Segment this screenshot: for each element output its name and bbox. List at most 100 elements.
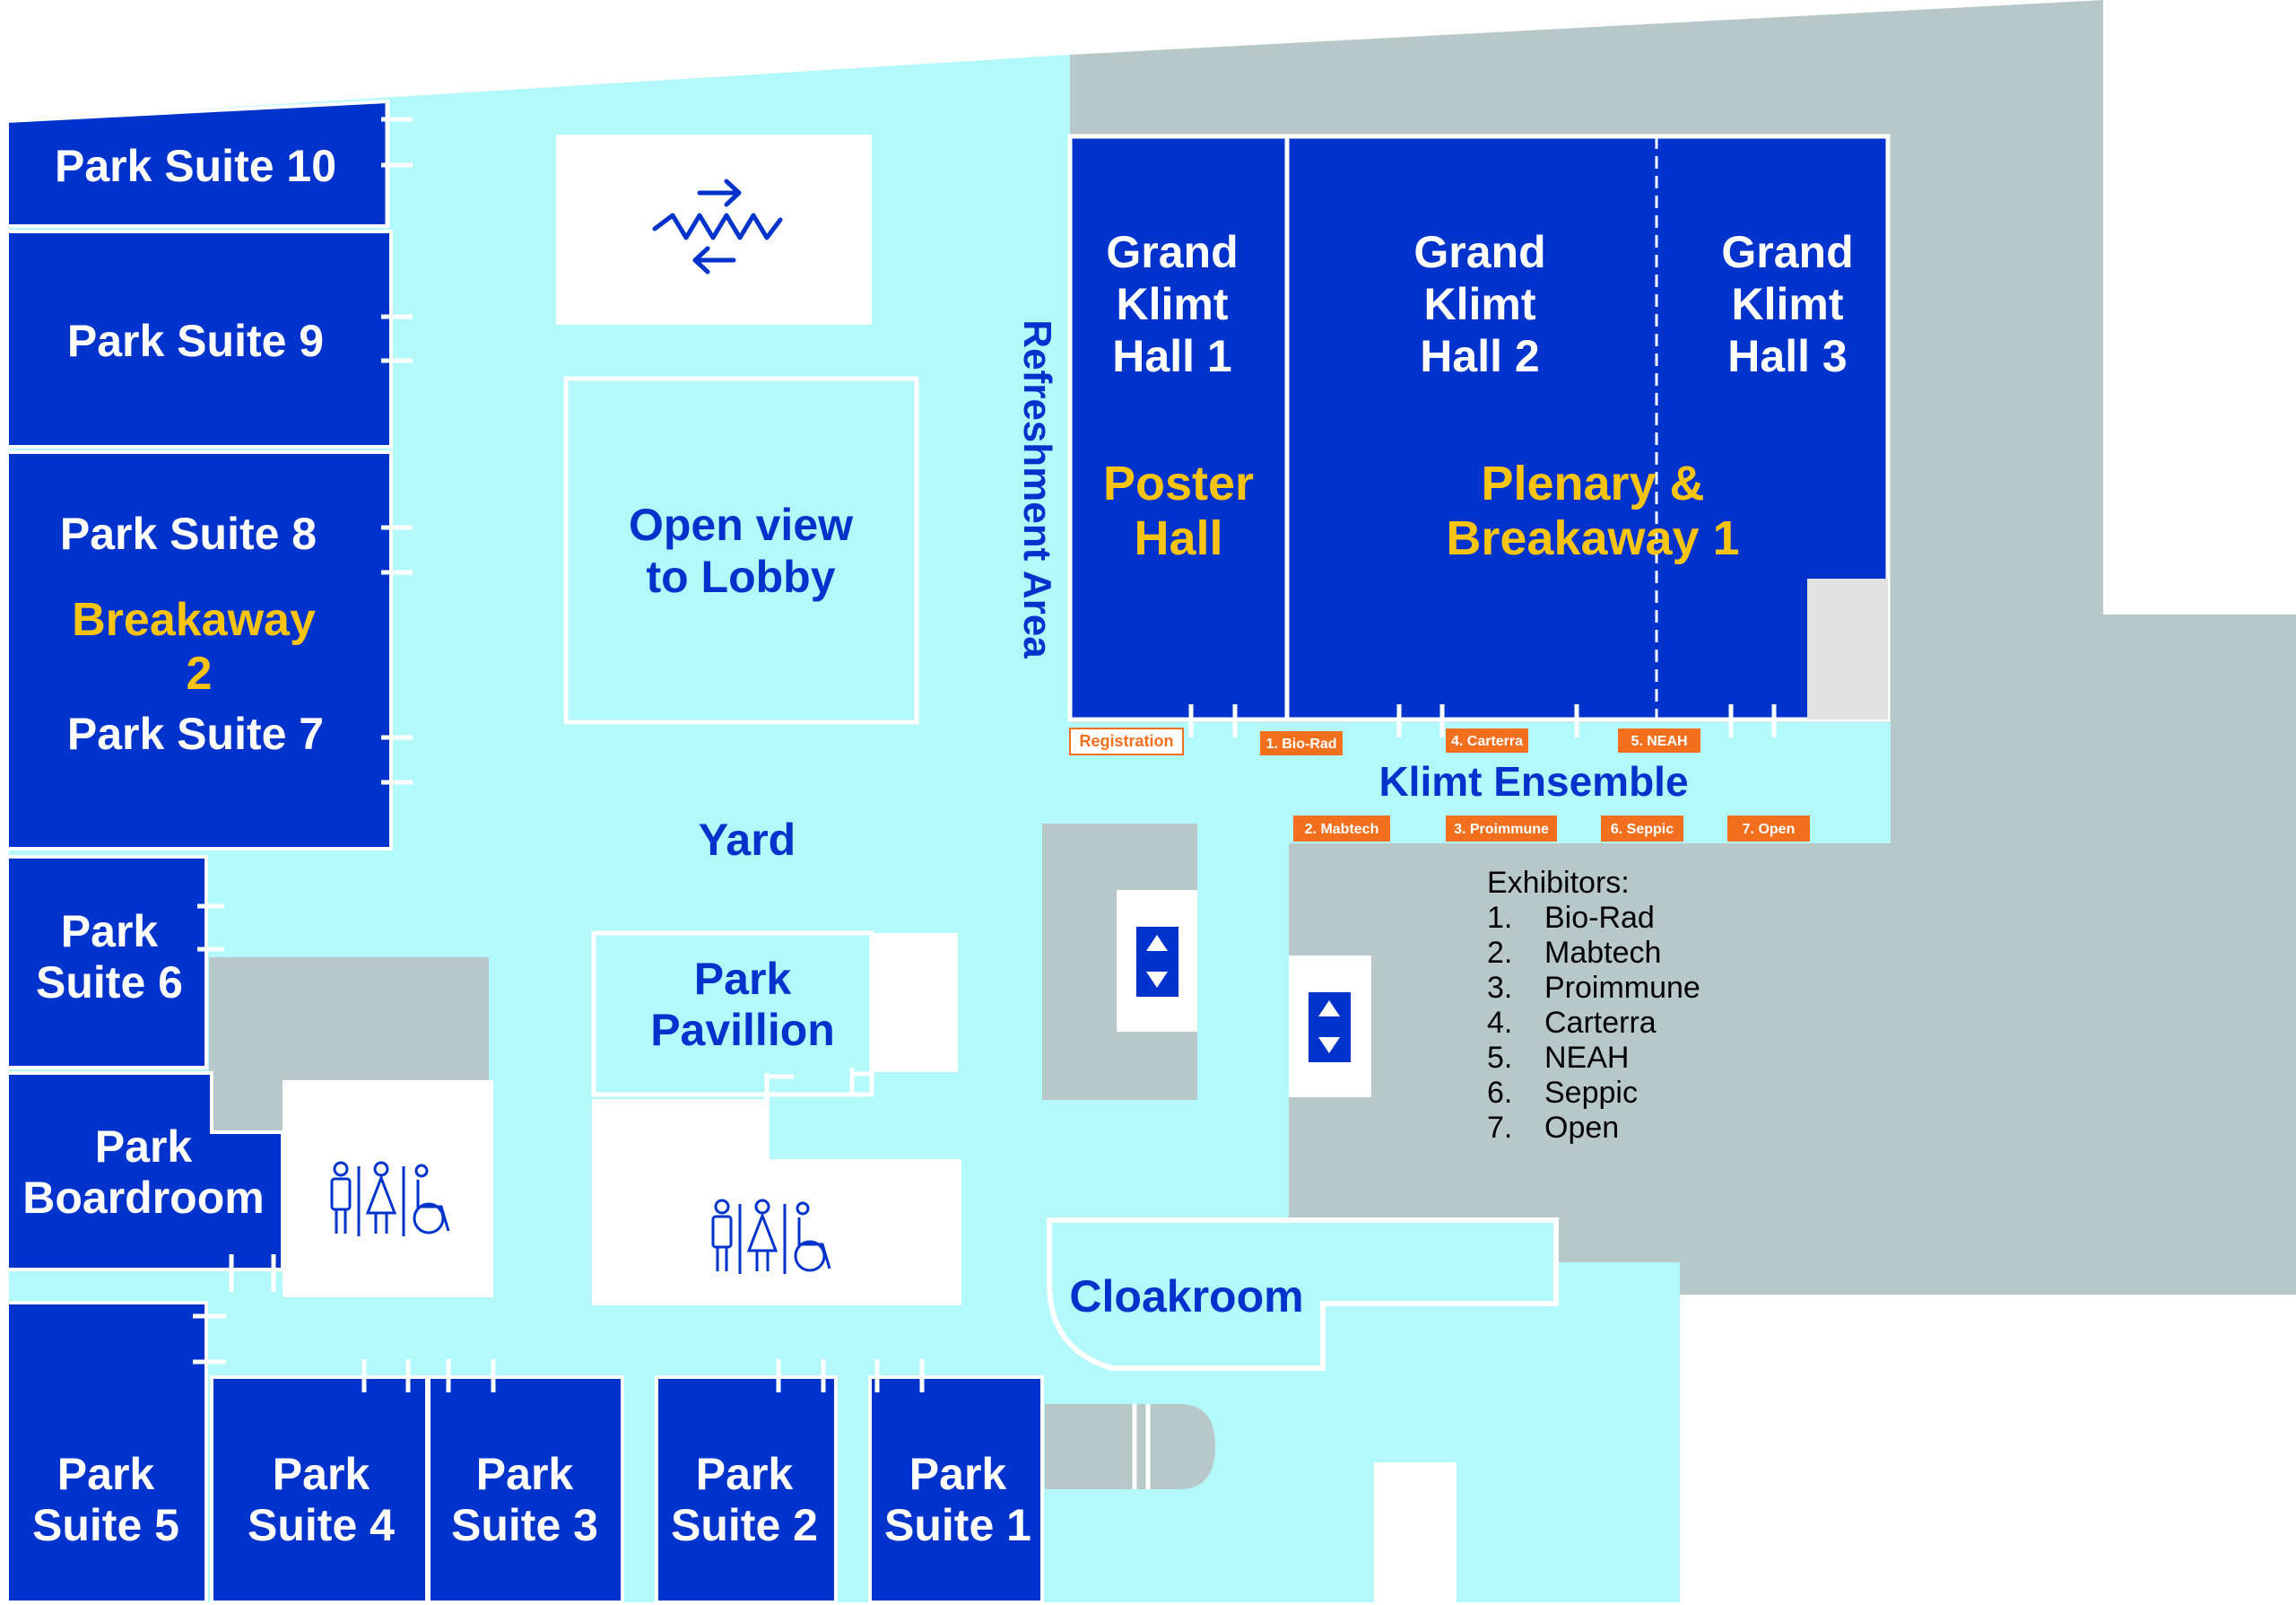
grand-klimt-hall-1-line3: Hall 1 [1112, 331, 1231, 381]
booth-1[interactable]: 1. Bio-Rad [1260, 731, 1343, 755]
grand-klimt-hall-2-line3: Hall 2 [1420, 331, 1539, 381]
booth-registration[interactable]: Registration [1069, 728, 1184, 755]
park-suite-4-label-line1: Park [273, 1449, 370, 1499]
exhibitor-name: Mabtech [1544, 936, 1661, 970]
booth-3-label: 3. Proimmune [1454, 822, 1549, 837]
exhibitor-item: 7. Open [1487, 1111, 1619, 1145]
booth-7-label: 7. Open [1743, 822, 1796, 837]
park-suite-9-label: Park Suite 9 [67, 316, 324, 366]
park-suite-1-label-line2: Suite 1 [884, 1500, 1031, 1550]
exhibitors-title: Exhibitors: [1487, 866, 1630, 900]
elevator-block-left [1042, 824, 1197, 1100]
booth-5[interactable]: 5. NEAH [1618, 728, 1700, 753]
restroom-icon [330, 1161, 450, 1236]
exhibitor-num: 7. [1487, 1111, 1512, 1145]
escalator-icon [652, 179, 783, 275]
park-boardroom-label-line2: Boardroom [22, 1173, 264, 1223]
grand-klimt-hall-2-line2: Klimt [1424, 279, 1536, 329]
grand-klimt-hall-3-line3: Hall 3 [1727, 331, 1847, 381]
room-park-suite-9[interactable]: Park Suite 9 [5, 230, 393, 449]
room-park-suite-1[interactable]: Park Suite 1 [868, 1375, 1044, 1604]
exhibitor-name: Carterra [1544, 1006, 1657, 1040]
park-suite-7-label: Park Suite 7 [67, 709, 324, 759]
elevator-icon [1309, 992, 1351, 1062]
room-park-boardroom[interactable]: Park Boardroom [5, 1071, 284, 1271]
park-suite-6-label-line1: Park [61, 906, 159, 956]
park-suite-5-label-line2: Suite 5 [32, 1500, 179, 1550]
exhibitor-item: 2. Mabtech [1487, 936, 1661, 970]
room-park-suite-6[interactable]: Park Suite 6 [5, 855, 208, 1069]
exhibitor-item: 1. Bio-Rad [1487, 901, 1655, 935]
park-suite-1-label-line1: Park [909, 1449, 1007, 1499]
restroom-icon [711, 1199, 831, 1274]
elevator-icon [1136, 927, 1178, 997]
open-view-label-line1: Open view [629, 500, 853, 550]
escalator [556, 135, 872, 325]
park-suite-3-label-line1: Park [476, 1449, 574, 1499]
booth-registration-label: Registration [1079, 732, 1173, 750]
room-park-suite-4[interactable]: Park Suite 4 [210, 1375, 429, 1604]
park-suite-2-label-line2: Suite 2 [671, 1500, 818, 1550]
klimt-ensemble-label: Klimt Ensemble [1378, 758, 1688, 805]
park-suite-2-label-line1: Park [696, 1449, 794, 1499]
room-park-suite-2[interactable]: Park Suite 2 [655, 1375, 838, 1604]
poster-hall-line2: Hall [1134, 511, 1222, 565]
grand-klimt-hall-1-line2: Klimt [1117, 279, 1229, 329]
exhibitor-num: 3. [1487, 971, 1512, 1005]
exhibitor-item: 6. Seppic [1487, 1076, 1638, 1110]
grand-klimt-hall-3-line1: Grand [1721, 227, 1853, 277]
cloakroom-label: Cloakroom [1069, 1271, 1303, 1322]
exhibitor-name: Open [1544, 1111, 1619, 1145]
grand-klimt-hall-2-line1: Grand [1413, 227, 1545, 277]
room-grand-klimt-hall-1[interactable]: Grand Klimt Hall 1 Poster Hall [1067, 134, 1290, 722]
exhibitor-name: Proimmune [1544, 971, 1700, 1005]
booth-2-label: 2. Mabtech [1305, 822, 1379, 837]
booth-4-label: 4. Carterra [1451, 734, 1523, 749]
room-park-suite-8-7[interactable]: Park Suite 8 Breakaway 2 Park Suite 7 [5, 450, 393, 850]
exhibitor-num: 1. [1487, 901, 1512, 935]
poster-hall-line1: Poster [1103, 457, 1254, 510]
plenary-breakaway-1-line2: Breakaway 1 [1446, 511, 1739, 565]
booth-2[interactable]: 2. Mabtech [1293, 816, 1390, 842]
breakaway-2-label-line1: Breakaway [72, 594, 316, 646]
booth-4[interactable]: 4. Carterra [1446, 728, 1528, 753]
booth-3[interactable]: 3. Proimmune [1446, 816, 1557, 842]
exhibitor-name: Bio-Rad [1544, 901, 1655, 935]
exhibitor-num: 5. [1487, 1041, 1512, 1075]
park-suite-5-label-line1: Park [57, 1449, 155, 1499]
exhibitor-item: 5. NEAH [1487, 1041, 1629, 1075]
plenary-breakaway-1-line1: Plenary & [1481, 457, 1704, 510]
park-pavillion[interactable]: Park Pavillion [591, 930, 958, 1097]
room-park-suite-10[interactable]: Park Suite 10 [5, 99, 389, 228]
exhibitor-num: 2. [1487, 936, 1512, 970]
stair-rounded-block [1045, 1404, 1215, 1489]
park-suite-6-label-line2: Suite 6 [36, 957, 183, 1007]
exhibitors-legend: Exhibitors: 1. Bio-Rad 2. Mabtech 3. Pro… [1487, 866, 1700, 1145]
exhibitor-item: 3. Proimmune [1487, 971, 1700, 1005]
refreshment-area-label: Refreshment Area [1015, 319, 1059, 659]
restroom-block-left [283, 1080, 493, 1297]
exhibitor-name: NEAH [1544, 1041, 1629, 1075]
open-view-to-lobby: Open view to Lobby [563, 376, 919, 725]
grand-klimt-hall-3-line2: Klimt [1732, 279, 1844, 329]
cloakroom[interactable]: Cloakroom [1047, 1217, 1559, 1371]
elevator-block-right [1289, 955, 1371, 1097]
park-pavillion-label-line1: Park [694, 954, 792, 1004]
restroom-block-center [592, 1099, 961, 1305]
breakaway-2-label-line2: 2 [187, 648, 213, 700]
exhibitor-num: 6. [1487, 1076, 1512, 1110]
room-park-suite-3[interactable]: Park Suite 3 [427, 1375, 624, 1604]
park-suite-8-label: Park Suite 8 [60, 509, 317, 559]
white-block-bottom [1374, 1462, 1457, 1604]
open-view-label-line2: to Lobby [646, 552, 835, 602]
booth-7[interactable]: 7. Open [1727, 816, 1810, 842]
room-park-suite-5[interactable]: Park Suite 5 [5, 1301, 208, 1604]
room-grand-klimt-hall-2-3[interactable]: Grand Klimt Hall 2 Grand Klimt Hall 3 Pl… [1284, 134, 1891, 722]
exhibitor-item: 4. Carterra [1487, 1006, 1657, 1040]
booth-6[interactable]: 6. Seppic [1601, 816, 1683, 842]
park-pavillion-label-line2: Pavillion [650, 1005, 835, 1055]
grand-klimt-hall-1-line1: Grand [1106, 227, 1238, 277]
park-boardroom-label-line1: Park [95, 1121, 193, 1172]
park-suite-10-label: Park Suite 10 [55, 141, 336, 191]
